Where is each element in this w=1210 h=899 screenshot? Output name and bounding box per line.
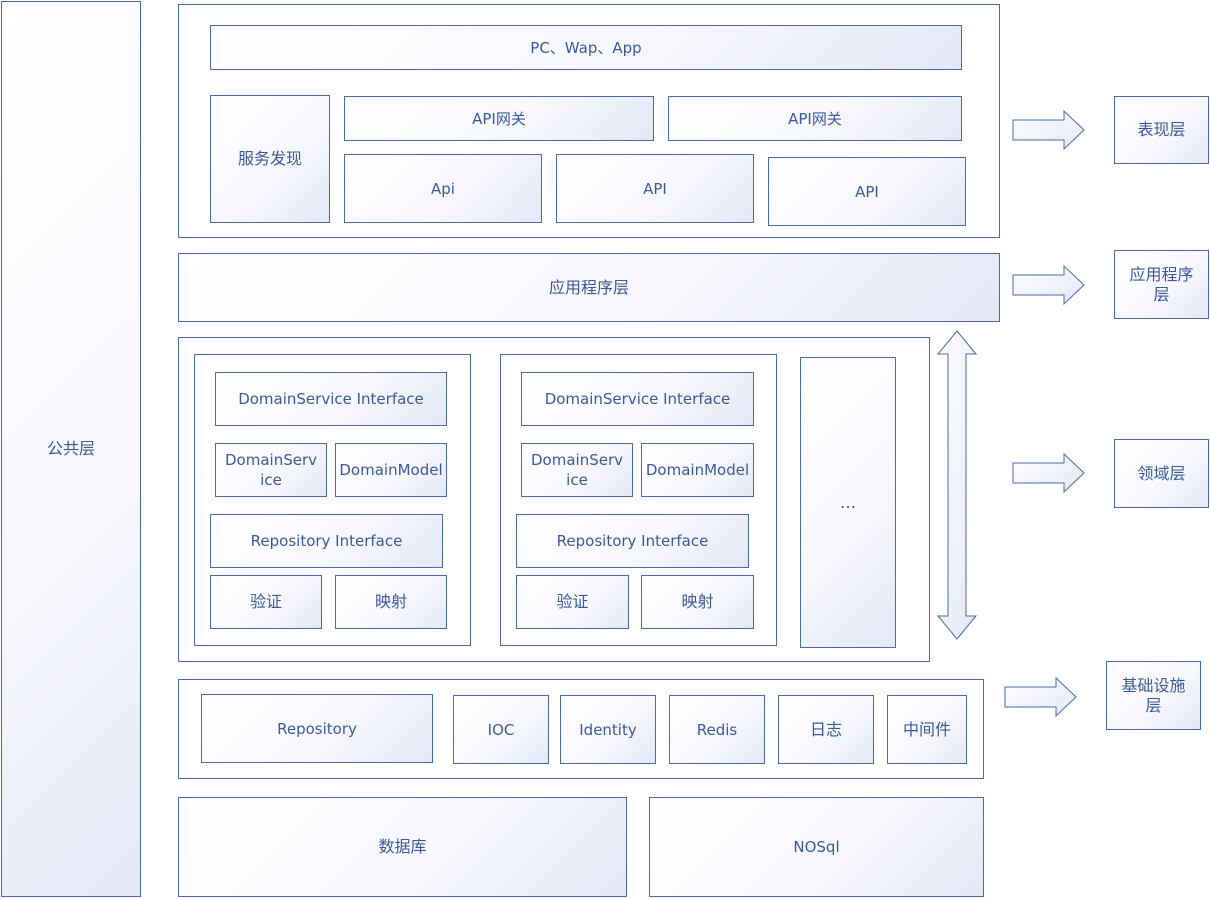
identity-label: Identity [579, 720, 637, 739]
presentation-layer-tag-box [1114, 96, 1209, 164]
api-label-3: API [855, 182, 879, 201]
application-layer-tag: 应用程序层 [1129, 264, 1194, 304]
database-box [178, 797, 627, 897]
database-label: 数据库 [378, 837, 427, 856]
application-arrow [1012, 264, 1085, 306]
validation-label-2: 验证 [556, 592, 589, 611]
middleware-label: 中间件 [902, 719, 951, 739]
domain-service-interface-label-2: DomainService Interface [544, 390, 731, 408]
domain-service-label-1: DomainService [225, 451, 317, 489]
api-gateway-box-1 [344, 96, 654, 141]
domain-service-interface-box-1 [215, 372, 447, 426]
domain-model-box-2 [641, 443, 754, 497]
redis-label: Redis [696, 720, 738, 739]
api-box-1 [344, 154, 542, 223]
infrastructure-layer-tag: 基础设施层 [1121, 675, 1186, 715]
mapping-box-2 [641, 575, 754, 629]
domain-service-box-2 [521, 443, 633, 497]
more-modules-box [800, 357, 896, 648]
service-discovery-box [210, 95, 330, 223]
identity-box [560, 695, 656, 764]
domain-service-box-1 [215, 443, 327, 497]
mapping-label-2: 映射 [681, 592, 714, 611]
api-gateway-box-2 [668, 96, 962, 141]
domain-layer-tag: 领域层 [1137, 463, 1186, 483]
repository-interface-box-2 [516, 514, 749, 568]
repository-box [201, 694, 433, 763]
presentation-arrow [1012, 109, 1085, 151]
api-label-1: Api [431, 179, 455, 198]
repository-interface-label-1: Repository Interface [250, 532, 403, 550]
ioc-label: IOC [487, 720, 515, 739]
domain-layer-tag-box [1114, 439, 1209, 508]
domain-arrow [1012, 452, 1085, 494]
infrastructure-layer-tag-box [1106, 661, 1201, 730]
application-layer-tag-box [1114, 250, 1209, 319]
nosql-box [649, 797, 984, 897]
validation-box-1 [210, 575, 322, 629]
application-layer-box [178, 253, 1000, 322]
clients-box [210, 25, 962, 70]
infrastructure-arrow [1004, 676, 1077, 718]
service-discovery-label: 服务发现 [237, 149, 302, 168]
domain-service-interface-label-1: DomainService Interface [238, 390, 424, 408]
log-box [778, 695, 874, 764]
repository-interface-label-2: Repository Interface [556, 532, 709, 550]
api-gateway-label-1: API网关 [472, 109, 526, 128]
mapping-box-1 [335, 575, 447, 629]
nosql-label: NOSql [793, 838, 840, 856]
validation-box-2 [516, 575, 629, 629]
more-modules-label: … [840, 492, 856, 512]
domain-service-interface-box-2 [521, 372, 754, 426]
domain-model-label-1: DomainModel [339, 461, 443, 479]
public-layer-box [1, 1, 141, 897]
ioc-box [453, 695, 549, 764]
repository-interface-box-1 [210, 514, 443, 568]
mapping-label-1: 映射 [374, 592, 407, 611]
validation-label-1: 验证 [249, 592, 282, 611]
api-gateway-label-2: API网关 [788, 109, 842, 128]
presentation-layer-tag: 表现层 [1137, 120, 1186, 139]
domain-model-box-1 [335, 443, 447, 497]
public-layer-label: 公共层 [46, 439, 95, 458]
log-label: 日志 [809, 719, 842, 739]
api-box-3 [768, 157, 966, 226]
repository-label: Repository [277, 719, 357, 738]
middleware-box [887, 695, 967, 764]
domain-model-label-2: DomainModel [645, 461, 750, 479]
vertical-double-arrow [936, 330, 978, 640]
clients-label: PC、Wap、App [530, 38, 642, 57]
application-layer-label: 应用程序层 [548, 277, 629, 297]
api-label-2: API [643, 179, 667, 198]
domain-service-label-2: DomainService [531, 451, 623, 489]
redis-box [669, 695, 765, 764]
api-box-2 [556, 154, 754, 223]
